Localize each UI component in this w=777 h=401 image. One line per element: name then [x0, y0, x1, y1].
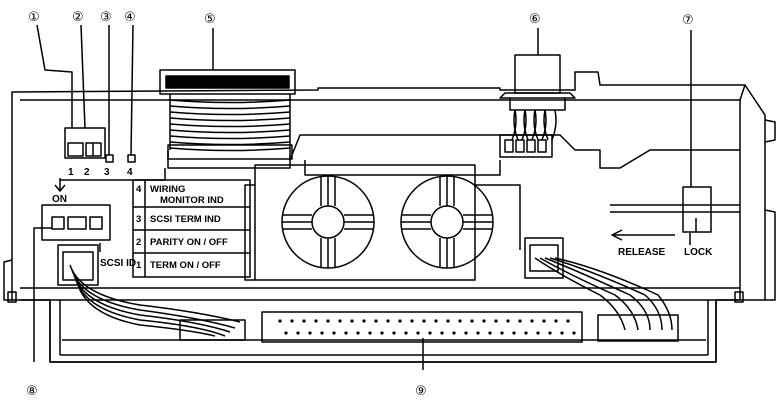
scsi-id-label: SCSI ID [100, 258, 136, 269]
lock-slider[interactable] [682, 186, 712, 233]
indicator-legend-box [132, 179, 251, 278]
release-label: RELEASE [618, 247, 666, 258]
fan-right [400, 175, 494, 269]
lock-label: LOCK [684, 247, 713, 258]
callout-2: ② [72, 10, 84, 25]
dip-number-4: 4 [127, 167, 133, 178]
legend-wiring-line1: WIRING [150, 184, 185, 195]
callout-7: ⑦ [682, 13, 694, 28]
legend-term: TERM ON / OFF [150, 260, 221, 271]
callout-6: ⑥ [529, 12, 541, 27]
callout-8: ⑧ [26, 384, 38, 399]
fan-left [281, 175, 375, 269]
led-3 [105, 154, 114, 163]
right-wire-harness [524, 237, 679, 342]
dip-number-2: 2 [84, 167, 90, 178]
bottom-tray [49, 300, 717, 363]
dip-number-3: 3 [104, 167, 110, 178]
led-4 [127, 154, 136, 163]
dip-number-1: 1 [68, 167, 74, 178]
chassis-outline [11, 71, 766, 363]
legend-wiring-line2: MONITOR IND [160, 195, 224, 206]
dip-on-label: ON [52, 194, 67, 205]
legend-num-3: 3 [136, 214, 141, 225]
legend-parity: PARITY ON / OFF [150, 237, 228, 248]
dip-switch-housing [64, 127, 106, 159]
legend-scsi-term: SCSI TERM IND [150, 214, 221, 225]
callout-3: ③ [100, 10, 112, 25]
scsi-id-switch [41, 204, 111, 241]
power-connector [499, 54, 576, 158]
callout-1: ① [28, 10, 40, 25]
callout-9: ⑨ [415, 384, 427, 399]
legend-num-1: 1 [136, 260, 142, 271]
left-wire-harness [57, 244, 246, 341]
callout-4: ④ [124, 10, 136, 25]
ribbon-cable-connector [159, 69, 296, 160]
callout-5: ⑤ [204, 12, 216, 27]
legend-num-4: 4 [136, 184, 142, 195]
legend-num-2: 2 [136, 237, 141, 248]
scsi-50pin-connector [261, 311, 583, 343]
